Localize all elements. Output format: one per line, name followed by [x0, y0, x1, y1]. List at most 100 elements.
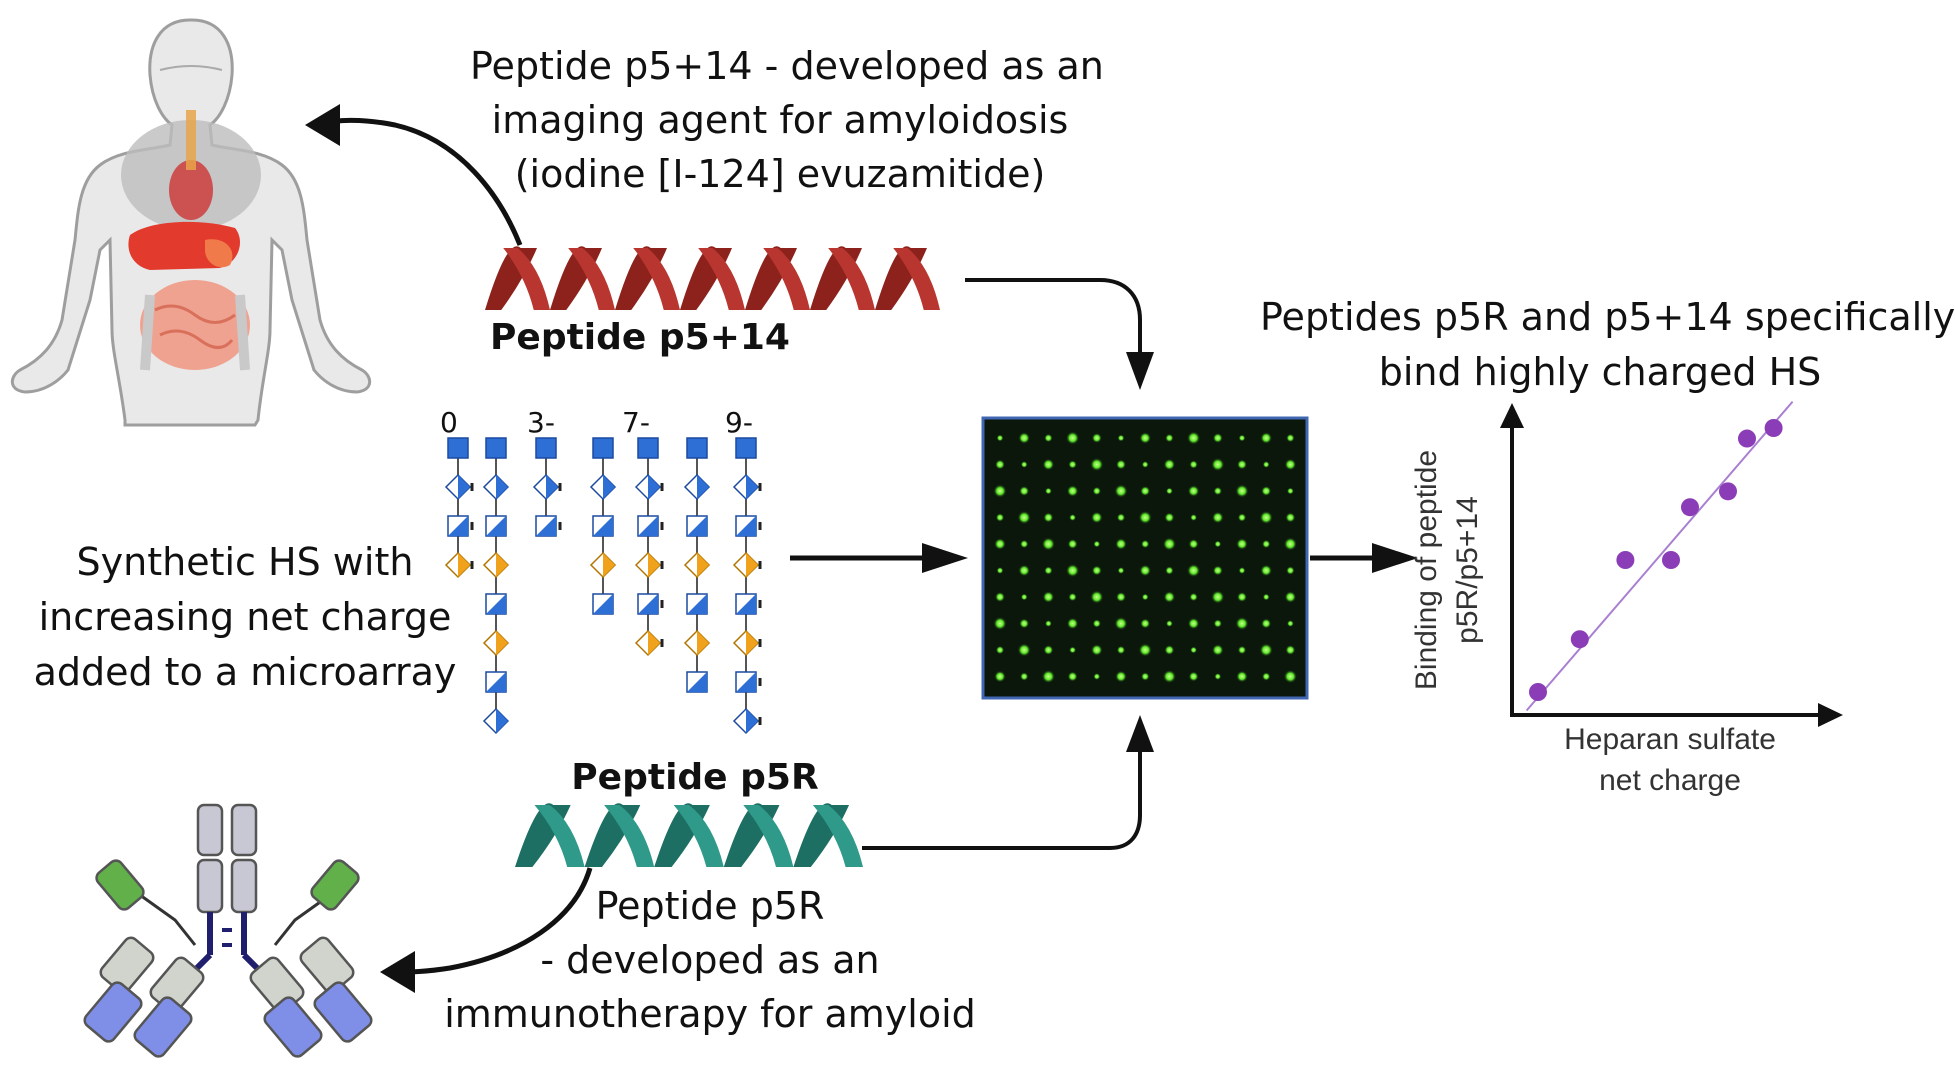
- array-spot: [1140, 485, 1151, 497]
- array-spot: [1283, 669, 1298, 684]
- array-spot: [1261, 485, 1272, 497]
- array-spot: [1236, 459, 1248, 470]
- data-point: [1616, 551, 1635, 569]
- charge-label-0: 0: [440, 406, 458, 439]
- p5-14-label: Peptide p5+14: [490, 317, 790, 358]
- array-spot: [1020, 461, 1028, 468]
- antibody-illustration: [83, 803, 373, 1058]
- array-spot: [1139, 564, 1152, 577]
- array-spot: [1260, 564, 1273, 577]
- array-spot: [1020, 593, 1028, 601]
- array-spot: [1261, 672, 1271, 681]
- data-point: [1764, 419, 1783, 437]
- arrowhead-human: [305, 104, 340, 146]
- top-caption: Peptide p5+14 - developed as an imaging …: [470, 40, 1104, 202]
- array-spot: [1262, 461, 1270, 468]
- array-spot: [1090, 590, 1104, 604]
- array-spot: [1090, 457, 1104, 472]
- array-spot: [1164, 644, 1175, 656]
- y-axis-label: Binding of peptide p5R/p5+14: [1407, 400, 1488, 740]
- array-spot: [994, 538, 1006, 550]
- top-caption-line: Peptide p5+14 - developed as an: [470, 44, 1104, 88]
- array-spot: [1092, 619, 1102, 628]
- glcnac-square: [637, 437, 659, 459]
- result-caption-line: bind highly charged HS: [1378, 350, 1822, 395]
- array-spot: [1116, 645, 1126, 655]
- array-spot: [1165, 487, 1173, 495]
- array-spot: [1189, 592, 1198, 602]
- arrow-to-human: [319, 117, 523, 246]
- top-caption-line: (iodine [I-124] evuzamitide): [514, 151, 1046, 196]
- glycan-chain: [532, 437, 562, 537]
- array-spot: [1115, 459, 1127, 470]
- result-caption-line: Peptides p5R and p5+14 specifically: [1260, 295, 1955, 339]
- array-spot: [1067, 538, 1078, 550]
- array-spot: [1044, 487, 1052, 495]
- x-axis-label-line: net charge: [1599, 763, 1741, 797]
- array-spot: [1163, 458, 1176, 471]
- array-spot: [1236, 591, 1248, 603]
- peptide-p5r-helix: [515, 803, 863, 867]
- array-spot: [1286, 566, 1295, 575]
- array-spot: [1259, 643, 1273, 657]
- hs-caption-line: increasing net charge: [38, 595, 452, 640]
- array-spot: [1141, 593, 1149, 601]
- data-point: [1529, 683, 1547, 701]
- bottom-caption-line: - developed as an: [540, 937, 880, 982]
- array-spot: [1065, 431, 1080, 445]
- array-spot: [996, 567, 1004, 574]
- array-spot: [1018, 432, 1031, 444]
- array-spot: [1186, 563, 1201, 578]
- array-spot: [1212, 565, 1223, 576]
- array-spot: [1189, 460, 1198, 469]
- x-axis-label-line: Heparan sulfate: [1564, 723, 1776, 756]
- array-spot: [1044, 620, 1052, 627]
- array-spot: [1285, 644, 1296, 656]
- glcnac-square: [686, 437, 708, 459]
- arrow-p5r-to-array: [862, 750, 1142, 850]
- array-spot: [1286, 487, 1294, 495]
- y-axis-label-line: p5R/p5+14: [1450, 496, 1484, 644]
- glcnac-square: [535, 437, 557, 459]
- glcnac-square: [485, 437, 507, 459]
- array-spot: [1140, 672, 1150, 681]
- result-caption: Peptides p5R and p5+14 specifically bind…: [1260, 290, 1955, 400]
- array-spot: [1162, 669, 1177, 684]
- array-spot: [1114, 484, 1128, 498]
- hs-caption: Synthetic HS with increasing net charge …: [30, 535, 460, 700]
- charge-label-9: 9-: [725, 406, 753, 439]
- array-spot: [1019, 618, 1030, 629]
- arrowhead-antibody: [380, 951, 415, 993]
- array-spot: [1044, 433, 1053, 443]
- array-spot: [1093, 673, 1101, 680]
- array-spot: [995, 645, 1005, 655]
- glycan-chains: [444, 437, 762, 735]
- array-spot: [1017, 643, 1031, 657]
- glycan-chain: [634, 437, 664, 657]
- array-spot: [994, 591, 1006, 603]
- scatter-chart: [1500, 400, 1843, 727]
- array-spot: [1163, 591, 1176, 603]
- array-spot: [1117, 567, 1125, 574]
- bottom-caption-line: immunotherapy for amyloid: [444, 991, 976, 1036]
- array-spot: [1043, 512, 1054, 523]
- array-spot: [1211, 590, 1225, 604]
- array-spot: [1141, 461, 1149, 468]
- charge-label-3: 3-: [527, 406, 555, 439]
- array-spot: [1090, 644, 1103, 656]
- array-spot: [996, 434, 1004, 442]
- array-spot: [1091, 432, 1102, 444]
- array-spot: [1284, 458, 1297, 471]
- array-spot: [1069, 514, 1077, 521]
- array-spot: [1212, 432, 1223, 444]
- array-spot: [1261, 618, 1272, 629]
- array-spot: [1139, 432, 1152, 444]
- arrow-helix-to-array: [965, 278, 1142, 355]
- array-spot: [1211, 457, 1225, 472]
- array-spot: [993, 484, 1007, 498]
- human-body-illustration: [10, 18, 372, 427]
- array-spot: [1236, 538, 1248, 550]
- array-spot: [1187, 617, 1200, 630]
- data-point: [1719, 482, 1737, 501]
